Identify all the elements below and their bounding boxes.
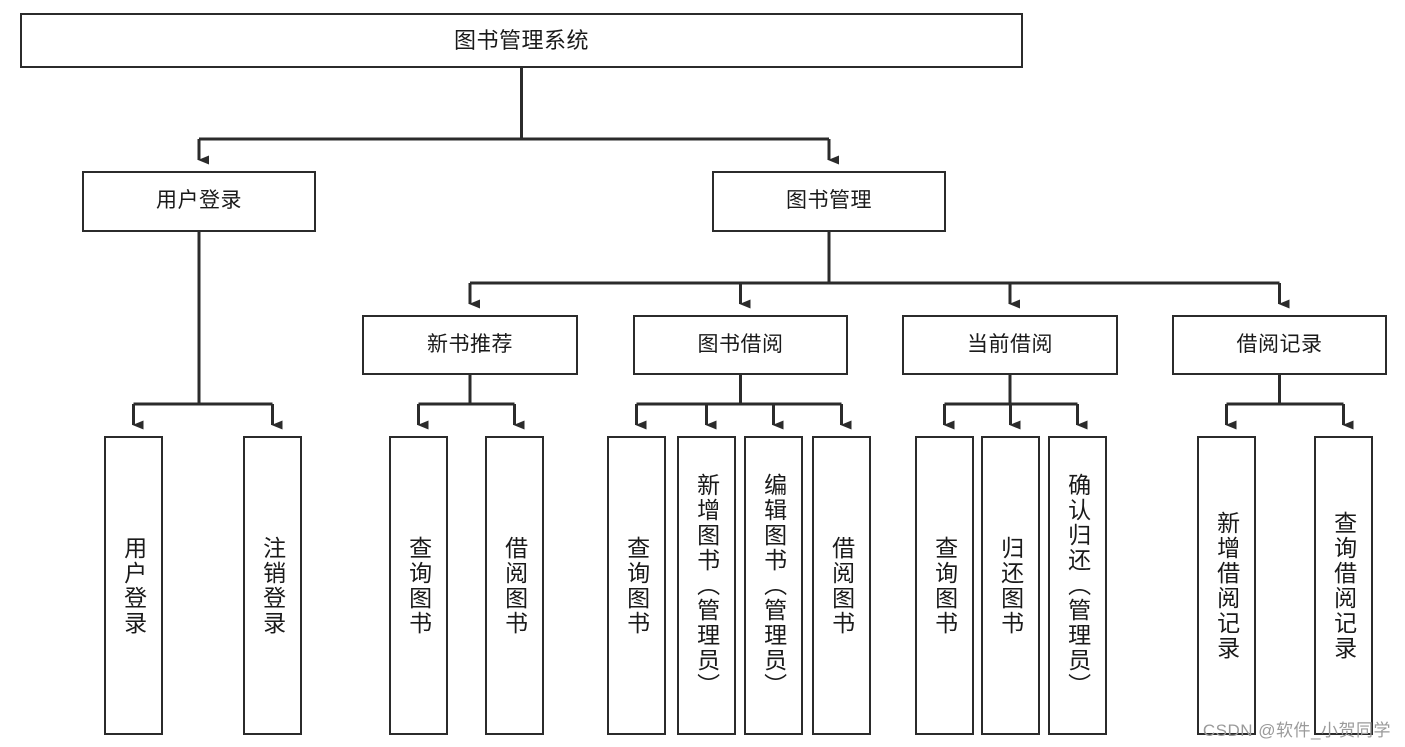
node-label: 图书借阅 — [697, 332, 784, 356]
node-leaf-user-logout[interactable]: 注销登录 — [243, 436, 302, 735]
node-leaf-cb-query[interactable]: 查询图书 — [915, 436, 974, 735]
node-leaf-br-add[interactable]: 新增借阅记录 — [1197, 436, 1256, 735]
node-root[interactable]: 图书管理系统 — [20, 13, 1023, 68]
node-label: 借阅图书 — [501, 535, 528, 636]
node-label: 当前借阅 — [967, 332, 1053, 356]
node-leaf-rec-borrow[interactable]: 借阅图书 — [485, 436, 544, 735]
node-label: 用户登录 — [120, 535, 147, 636]
node-user-login[interactable]: 用户登录 — [82, 171, 316, 232]
node-leaf-br-query[interactable]: 查询借阅记录 — [1314, 436, 1373, 735]
node-label: 查询图书 — [623, 535, 650, 636]
node-leaf-bb-query[interactable]: 查询图书 — [607, 436, 666, 735]
node-label: 借阅记录 — [1236, 332, 1323, 356]
node-label: 注销登录 — [259, 535, 286, 636]
node-label: 借阅图书 — [828, 535, 855, 636]
node-book-manage[interactable]: 图书管理 — [712, 171, 946, 232]
node-leaf-cb-confirm[interactable]: 确认归还（管理员） — [1048, 436, 1107, 735]
node-leaf-rec-query[interactable]: 查询图书 — [389, 436, 448, 735]
node-current-borrow[interactable]: 当前借阅 — [902, 315, 1118, 375]
node-label: 确认归还（管理员） — [1064, 473, 1091, 698]
node-book-borrow[interactable]: 图书借阅 — [633, 315, 848, 375]
node-label: 新增图书（管理员） — [693, 473, 720, 698]
node-leaf-bb-add[interactable]: 新增图书（管理员） — [677, 436, 736, 735]
node-label: 新增借阅记录 — [1213, 510, 1240, 661]
node-label: 新书推荐 — [427, 332, 513, 356]
node-label: 用户登录 — [156, 189, 242, 213]
node-label: 图书管理 — [786, 189, 872, 213]
node-label: 图书管理系统 — [453, 27, 589, 53]
node-label: 编辑图书（管理员） — [760, 473, 787, 698]
node-label: 查询图书 — [931, 535, 958, 636]
watermark-text: CSDN @软件_小贺同学 — [1202, 721, 1391, 740]
node-new-book-rec[interactable]: 新书推荐 — [362, 315, 578, 375]
node-label: 查询借阅记录 — [1330, 510, 1357, 661]
node-leaf-user-login[interactable]: 用户登录 — [104, 436, 163, 735]
node-borrow-record[interactable]: 借阅记录 — [1172, 315, 1387, 375]
node-label: 归还图书 — [997, 535, 1024, 636]
node-label: 查询图书 — [405, 535, 432, 636]
node-leaf-bb-borrow[interactable]: 借阅图书 — [812, 436, 871, 735]
node-leaf-bb-edit[interactable]: 编辑图书（管理员） — [744, 436, 803, 735]
node-leaf-cb-return[interactable]: 归还图书 — [981, 436, 1040, 735]
